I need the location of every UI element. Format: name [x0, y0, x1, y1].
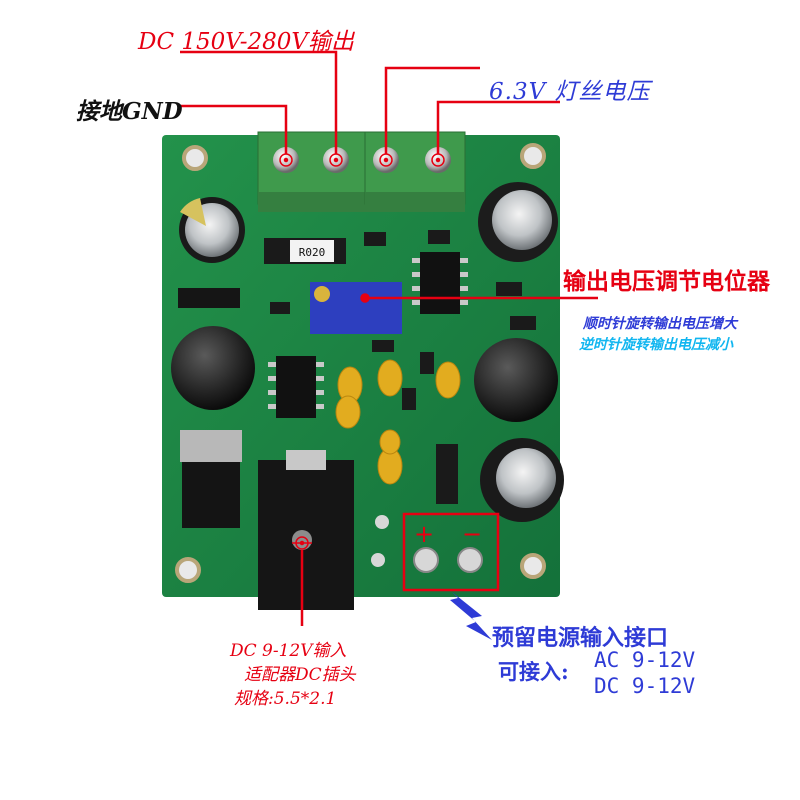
mounting-holes — [175, 143, 546, 583]
plus-sign: + — [414, 520, 434, 548]
label-accept-dc: DC 9-12V — [594, 674, 696, 698]
inductor-l2 — [474, 338, 558, 422]
resistor-marking: R020 — [299, 246, 326, 259]
reserved-input-pads — [371, 515, 483, 573]
dc-barrel-jack — [258, 450, 354, 610]
terminal-block-hv — [257, 131, 369, 212]
capacitor-c5 — [478, 182, 558, 262]
label-dc-input: DC 9-12V输入 — [230, 641, 347, 661]
inductor-l1 — [171, 326, 255, 410]
label-pot-title: 输出电压调节电位器 — [563, 268, 770, 295]
label-pot-ccw: 逆时针旋转输出电压减小 — [579, 337, 733, 353]
reserved-input-frame — [402, 512, 500, 592]
ceramic-capacitors — [335, 359, 461, 485]
label-plug-spec: 规格:5.5*2.1 — [234, 689, 337, 709]
capacitor-c4 — [179, 197, 245, 263]
smd-parts — [270, 230, 536, 504]
label-accepts: 可接入: — [498, 659, 569, 684]
label-ground: 接地GND — [76, 98, 183, 125]
potentiometer-rp1 — [310, 282, 402, 334]
label-accept-ac: AC 9-12V — [594, 648, 696, 672]
mosfet-q1 — [180, 430, 242, 528]
label-pot-cw: 顺时针旋转输出电压增大 — [583, 316, 737, 332]
label-hv-output: DC 150V-280V输出 — [138, 29, 355, 55]
capacitor-c2 — [480, 438, 564, 522]
terminal-block-filament — [364, 131, 466, 212]
resistor-r020: R020 — [264, 238, 346, 264]
label-reserved-input: 预留电源输入接口 — [492, 625, 669, 651]
leader-lines — [180, 50, 598, 626]
ic-u2 — [268, 356, 324, 418]
label-adapter-plug: 适配器DC插头 — [244, 665, 356, 685]
label-filament: 6.3V 灯丝电压 — [489, 79, 651, 105]
ic-u1 — [412, 252, 468, 314]
diode-d1 — [178, 288, 240, 308]
minus-sign: − — [462, 520, 482, 548]
lightning-arrow-icon — [450, 592, 492, 640]
